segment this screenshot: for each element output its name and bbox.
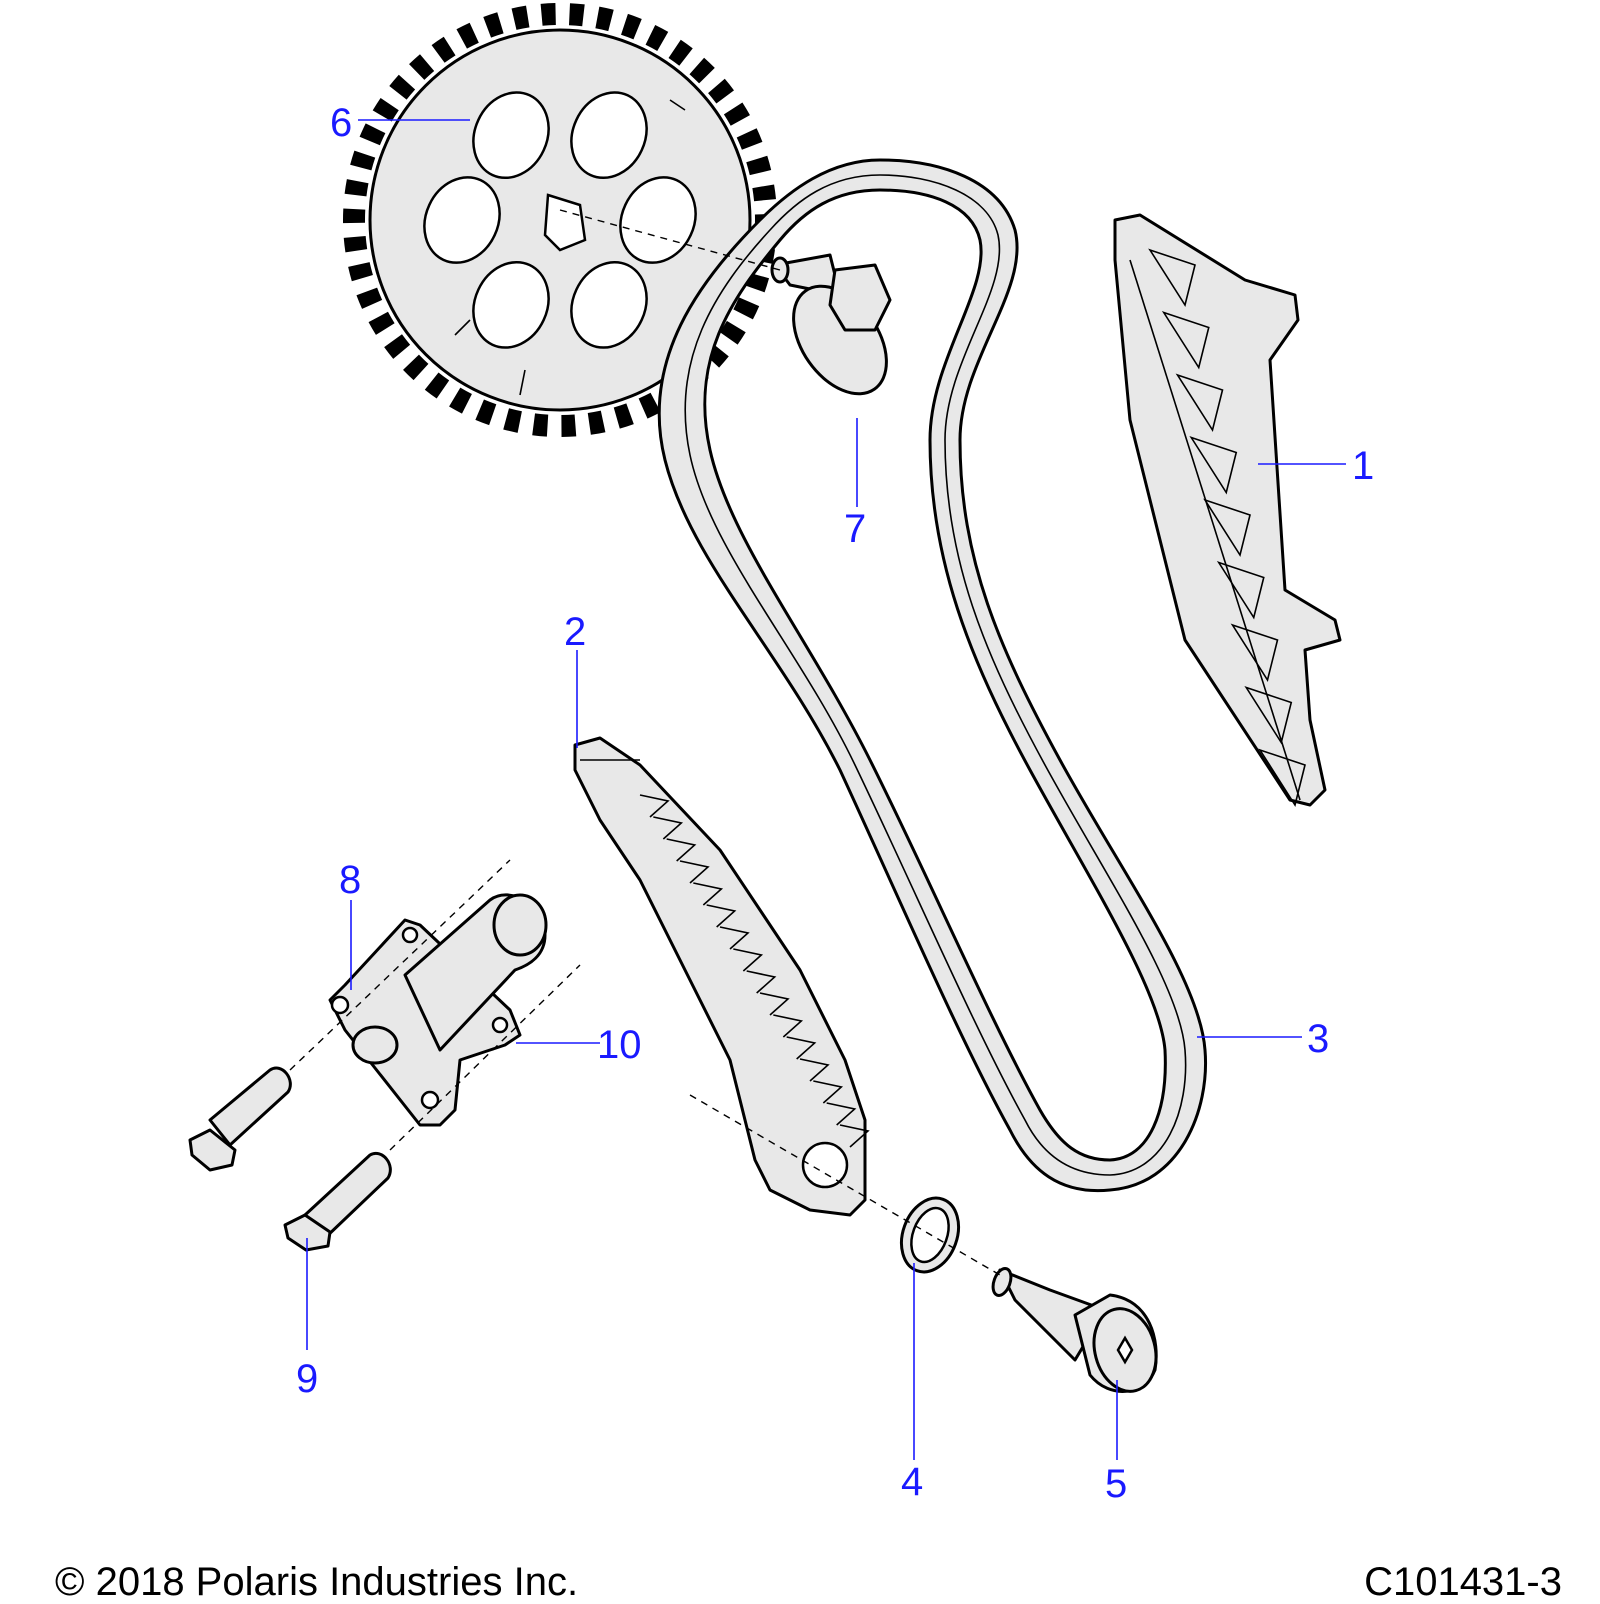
sprocket-lightening-hole [570,91,648,180]
pivot-bolt[interactable] [990,1266,1165,1398]
guide-rib [1161,311,1210,370]
callout-7: 7 [844,507,866,551]
assembly-axis-lines [289,209,1001,1276]
guide-rib [1175,373,1224,433]
guide-rib [1148,248,1196,308]
sprocket-lightening-hole [472,91,550,180]
copyright-notice: © 2018 Polaris Industries Inc. [55,1560,579,1604]
sprocket-lightening-hole [423,176,501,264]
tensioner-blade[interactable] [573,736,870,1217]
callout-leaders [306,119,1346,1460]
callout-5: 5 [1105,1462,1127,1506]
chain-guide[interactable] [1113,213,1342,808]
guide-rib [1258,748,1306,808]
guide-rib [1203,498,1251,558]
timing-chain[interactable] [657,158,1208,1193]
cam-sprocket[interactable] [343,3,777,437]
callout-2: 2 [564,610,586,654]
callout-8: 8 [339,858,361,902]
callout-3: 3 [1307,1017,1329,1061]
sprocket-lightening-hole [472,260,550,349]
figure-number: C101431-3 [1364,1560,1562,1604]
guide-rib [1216,561,1265,620]
chain-tensioner[interactable] [328,893,548,1127]
sprocket-lightening-hole [570,260,648,349]
tensioner-bolt-lower[interactable] [283,1151,392,1252]
sprocket-bolt[interactable] [770,253,906,411]
callout-4: 4 [901,1460,923,1504]
guide-rib [1189,436,1238,495]
callout-6: 6 [330,101,352,145]
callout-9: 9 [296,1357,318,1401]
callout-10: 10 [597,1023,642,1067]
blade-zigzag-ribs [639,794,870,1148]
guide-rib [1230,623,1279,683]
guide-rib [1244,686,1293,745]
tensioner-bolt-upper[interactable] [188,1066,292,1172]
callout-labels: 1 2 3 4 5 6 7 8 9 10 [296,101,1374,1506]
callout-1: 1 [1352,444,1374,488]
